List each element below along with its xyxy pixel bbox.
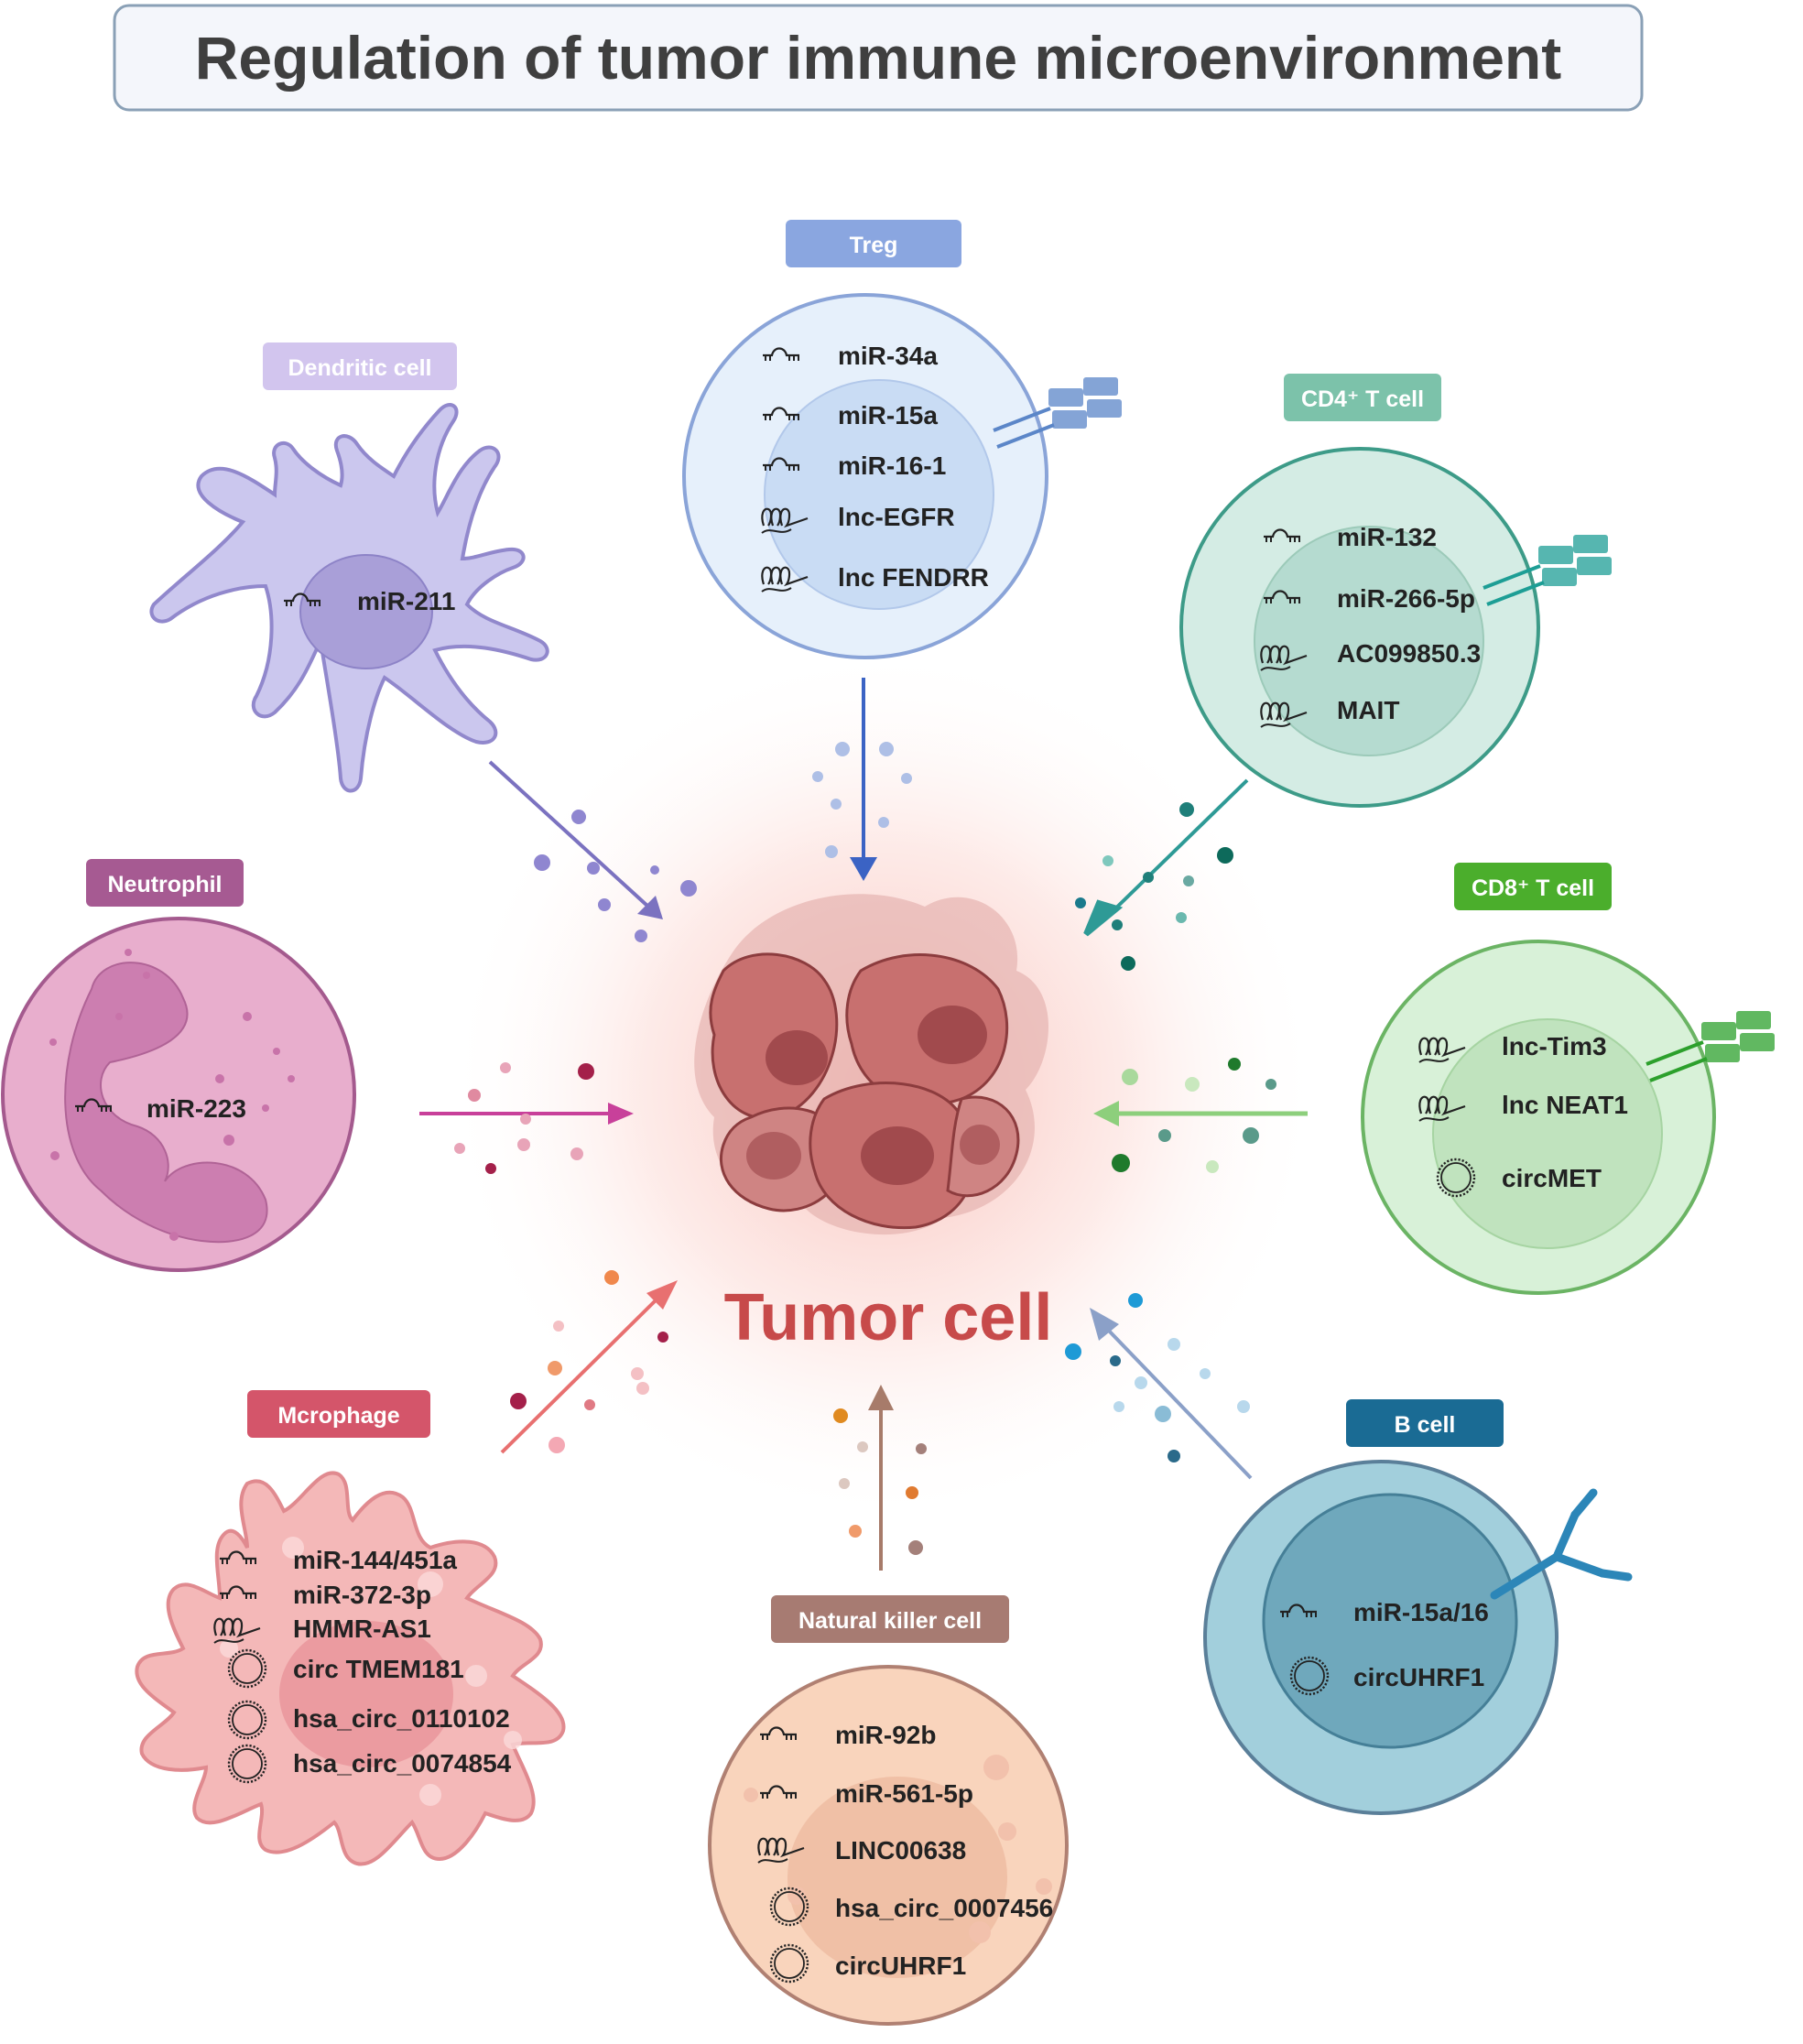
tumor-cell-label: Tumor cell [724,1281,1053,1354]
macrophage-label: Mcrophage [277,1403,399,1429]
macrophage-molecule-6: hsa_circ_0074854 [293,1749,512,1778]
macrophage-group: Mcrophage miR-144/451a miR-372-3p HMMR-A… [135,1270,678,1866]
nk-molecule-3: LINC00638 [835,1836,966,1865]
macrophage-molecule-3: HMMR-AS1 [293,1615,431,1643]
cd4-group: CD4⁺ T cell miR-132 miR-266-5p AC099850.… [1075,374,1613,971]
bcell-label: B cell [1395,1412,1456,1438]
treg-vesicles [812,742,912,858]
bcell-vesicles [1065,1293,1250,1462]
cd8-molecule-1: lnc-Tim3 [1502,1032,1607,1060]
neutrophil-label: Neutrophil [108,872,223,897]
tumor-cell-cluster-icon [694,894,1048,1235]
treg-group: Treg miR-34a miR-15a miR-16-1 lnc-EGFR l… [682,220,1124,881]
treg-molecule-3: miR-16-1 [838,451,946,480]
cd4-molecule-3: AC099850.3 [1337,639,1481,668]
bcell-arrow [1104,1326,1253,1480]
dendritic-vesicles [534,810,697,942]
dendritic-group: Dendritic cell miR-211 [149,342,697,942]
cd4-molecule-1: miR-132 [1337,523,1437,551]
macrophage-molecule-2: miR-372-3p [293,1581,431,1609]
cd4-molecule-4: MAIT [1337,696,1399,724]
bcell-group: B cell miR-15a/16 circUHRF1 [1065,1293,1633,1815]
cd8-molecule-2: lnc NEAT1 [1502,1091,1628,1119]
bcell-molecule-2: circUHRF1 [1353,1663,1484,1691]
treg-molecule-1: miR-34a [838,342,938,370]
treg-molecule-4: lnc-EGFR [838,503,955,531]
cd4-molecule-2: miR-266-5p [1337,584,1475,613]
cd8-label: CD8⁺ T cell [1472,875,1594,901]
neutrophil-group: Neutrophil miR-223 [1,859,634,1272]
title-box: Regulation of tumor immune microenvironm… [113,4,1644,112]
neutrophil-granules [49,949,295,1241]
cd4-vesicles [1075,802,1233,971]
treg-label: Treg [850,233,898,258]
page-title: Regulation of tumor immune microenvironm… [195,24,1561,92]
nk-molecule-5: circUHRF1 [835,1952,966,1980]
nk-label: Natural killer cell [798,1608,982,1634]
dendritic-label: Dendritic cell [288,355,432,381]
dendritic-molecule-1: miR-211 [357,587,455,615]
neutrophil-vesicles [454,1062,594,1174]
treg-molecule-2: miR-15a [838,401,938,429]
bcell-molecule-1: miR-15a/16 [1353,1598,1489,1626]
nk-molecule-4: hsa_circ_0007456 [835,1894,1053,1922]
macrophage-vacuoles [220,1537,522,1806]
treg-molecule-5: lnc FENDRR [838,563,989,592]
neutrophil-molecule-1: miR-223 [147,1094,246,1123]
macrophage-vesicles [510,1270,668,1453]
macrophage-molecule-4: circ TMEM181 [293,1655,464,1683]
macrophage-molecule-1: miR-144/451a [293,1546,457,1574]
cd4-label: CD4⁺ T cell [1301,386,1424,412]
cd8-vesicles [1112,1058,1276,1173]
nk-vesicles [833,1408,927,1555]
macrophage-molecule-5: hsa_circ_0110102 [293,1704,510,1733]
cd4-arrow [1104,778,1249,919]
nk-group: Natural killer cell miR-92b miR-561-5p L… [708,1385,1069,2026]
dendritic-arrow [488,760,650,908]
cd8-group: CD8⁺ T cell lnc-Tim3 lnc NEAT1 circMET [1093,863,1776,1295]
nk-granules [744,1755,1052,1943]
cd8-molecule-3: circMET [1502,1164,1602,1192]
nk-molecule-2: miR-561-5p [835,1779,973,1808]
macrophage-arrow [500,1297,659,1454]
bcell-antibody-icon [1490,1488,1633,1600]
nk-molecule-1: miR-92b [835,1721,936,1749]
